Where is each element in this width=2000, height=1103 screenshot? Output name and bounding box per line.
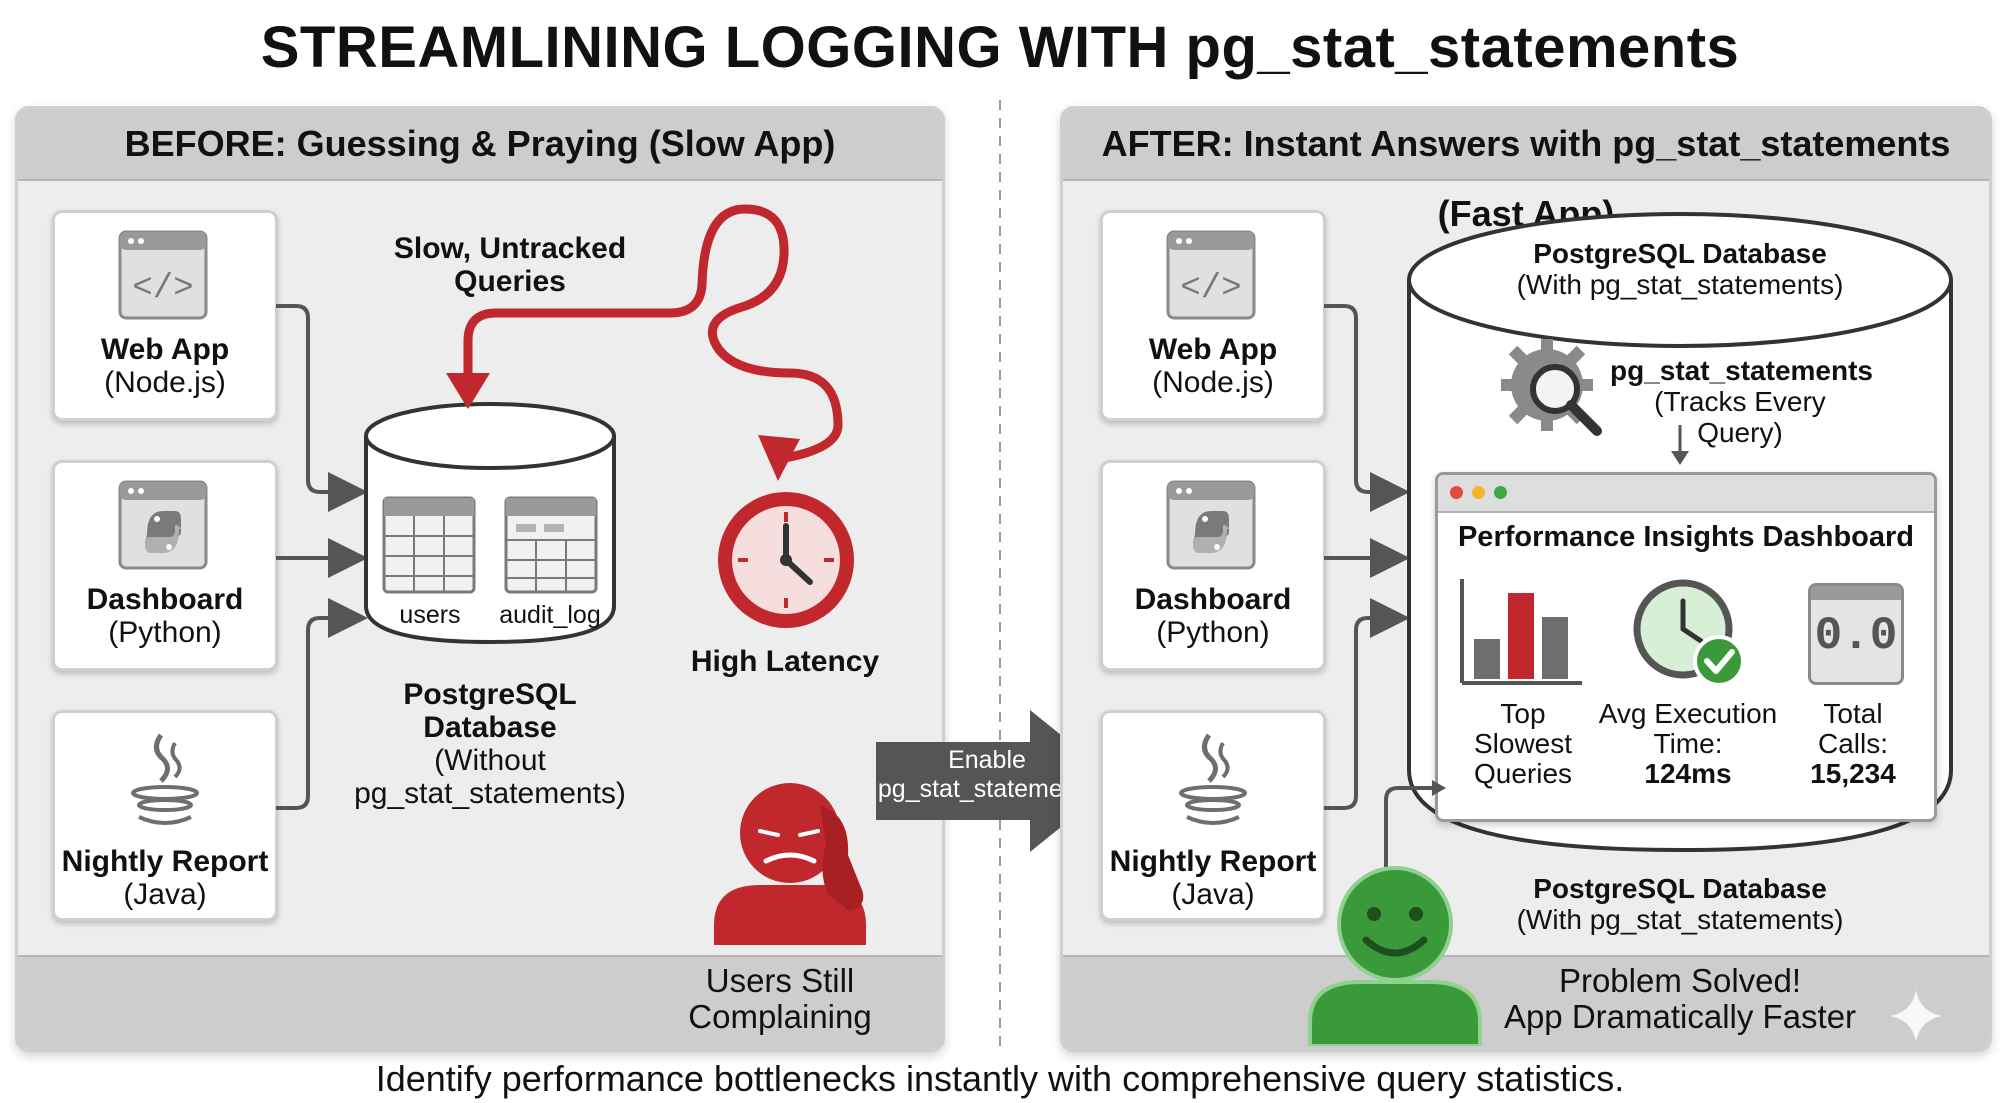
dashboard-titlebar [1438,475,1934,513]
counter-display-value: 0.0 [1814,610,1898,662]
before-nightly-tech: (Java) [123,878,207,911]
after-footer-text: Problem Solved! App Dramatically Faster [1480,963,1880,1035]
tracks-down-arrow [1671,425,1689,465]
python-icon [1166,480,1256,570]
before-web-app-tech: (Node.js) [104,366,226,399]
after-nightly-tech: (Java) [1171,878,1255,911]
enable-transition-label: Enable pg_stat_statements [872,746,1102,804]
users-table-label: users [399,601,461,629]
center-divider [999,100,1001,1050]
after-footer [1063,955,1989,1049]
after-dashboard-name: Dashboard [1134,583,1292,616]
metric-top-line-2: Slowest [1473,728,1573,759]
after-client-nightly-report: Nightly Report (Java) [1100,710,1326,921]
metric-avg-execution: Avg Execution Time: 124ms [1598,699,1778,789]
svg-text:</>: </> [1180,270,1241,308]
java-icon [1179,733,1247,825]
code-window-icon: </> [118,230,208,320]
happy-user-icon [1308,866,1482,1046]
high-latency-label: High Latency [690,645,880,678]
metric-total-calls: Total Calls: 15,234 [1778,699,1928,789]
audit-log-table-label: audit_log [499,601,601,629]
before-db-title-1: PostgreSQL [403,678,577,711]
frustrated-user-icon [714,783,866,945]
python-icon [118,480,208,570]
window-maximize-dot [1494,486,1507,499]
before-dashboard-name: Dashboard [86,583,244,616]
after-client-arrows [1324,304,1410,810]
after-db-top-label: PostgreSQL Database (With pg_stat_statem… [1480,238,1880,300]
after-header: AFTER: Instant Answers with pg_stat_stat… [1063,109,1989,234]
before-nightly-name: Nightly Report [61,845,269,878]
metric-top-line-1: Top [1500,698,1546,729]
after-db-bottom-sub: (With pg_stat_statements) [1516,904,1844,935]
metric-total-line-1: Total [1823,698,1883,729]
slow-query-loop-arrow [446,204,843,481]
metric-avg-line-1: Avg Execution [1598,698,1778,729]
after-footer-line-1: Problem Solved! [1558,962,1802,999]
clock-check-icon [1633,579,1745,687]
code-window-icon: </> [1166,230,1256,320]
bar-chart-icon [1460,579,1582,685]
audit-log-table-icon [504,496,598,594]
window-close-dot [1450,486,1463,499]
before-client-dashboard: Dashboard (Python) [52,460,278,671]
users-table-icon [382,496,476,594]
before-footer-text: Users Still Complaining [640,963,920,1035]
before-footer [18,955,942,1049]
after-dashboard-tech: (Python) [1156,616,1270,649]
happy-user-connector [1384,780,1446,884]
after-db-top-sub: (With pg_stat_statements) [1516,269,1844,300]
after-db-bottom-title: PostgreSQL Database [1533,873,1827,904]
gear-magnifier-icon [1501,339,1602,436]
enable-label-2: pg_stat_statements [877,775,1097,803]
before-footer-line-1: Users Still [705,962,855,999]
after-db-top-title: PostgreSQL Database [1533,238,1827,269]
enable-label-1: Enable [948,746,1026,774]
after-web-app-name: Web App [1148,333,1278,366]
before-client-arrows [276,304,368,810]
high-latency-clock-icon [718,492,854,628]
enable-transition-arrow [876,710,1118,852]
metric-avg-value: 124ms [1644,758,1732,789]
slow-queries-line-1: Slow, Untracked [393,232,627,265]
metric-total-line-2: Calls: [1817,728,1888,759]
slow-queries-label: Slow, Untracked Queries [380,232,640,298]
counter-display-icon: 0.0 [1808,583,1904,685]
java-icon [131,733,199,825]
before-client-web-app: </> Web App (Node.js) [52,210,278,421]
before-db-title-2: Database [423,711,557,744]
after-db-bottom-label: PostgreSQL Database (With pg_stat_statem… [1480,873,1880,935]
before-database-cylinder [364,402,616,645]
metric-top-slowest: Top Slowest Queries [1438,699,1608,789]
before-footer-line-2: Complaining [688,998,872,1035]
after-footer-line-2: App Dramatically Faster [1503,998,1857,1035]
before-db-sub-2: pg_stat_statements) [354,777,626,810]
dashboard-title: Performance Insights Dashboard [1457,521,1915,553]
metric-top-line-3: Queries [1473,758,1573,789]
after-web-app-tech: (Node.js) [1152,366,1274,399]
page-subtitle: Identify performance bottlenecks instant… [375,1058,1625,1099]
sparkle-watermark-icon [1890,990,1942,1042]
slow-queries-line-2: Queries [454,265,566,298]
metric-total-value: 15,234 [1810,758,1896,789]
before-client-nightly-report: Nightly Report (Java) [52,710,278,921]
before-dashboard-tech: (Python) [108,616,222,649]
window-minimize-dot [1472,486,1485,499]
before-db-sub-1: (Without [434,744,546,777]
svg-text:</>: </> [132,270,193,308]
after-nightly-name: Nightly Report [1109,845,1317,878]
after-client-dashboard: Dashboard (Python) [1100,460,1326,671]
pg-stat-statements-title: pg_stat_statements [1610,355,1873,386]
page-title: STREAMLINING LOGGING WITH pg_stat_statem… [260,15,1740,80]
pg-stat-statements-sub: (Tracks Every Query) [1654,386,1826,448]
before-header: BEFORE: Guessing & Praying (Slow App) [18,109,942,181]
after-client-web-app: </> Web App (Node.js) [1100,210,1326,421]
metric-avg-line-2: Time: [1653,728,1723,759]
before-db-label: PostgreSQL Database (Without pg_stat_sta… [340,678,640,810]
performance-dashboard-window: Performance Insights Dashboard Top Slowe… [1435,472,1937,822]
before-web-app-name: Web App [100,333,230,366]
pg-stat-statements-label: pg_stat_statements (Tracks Every Query) [1610,355,1873,448]
